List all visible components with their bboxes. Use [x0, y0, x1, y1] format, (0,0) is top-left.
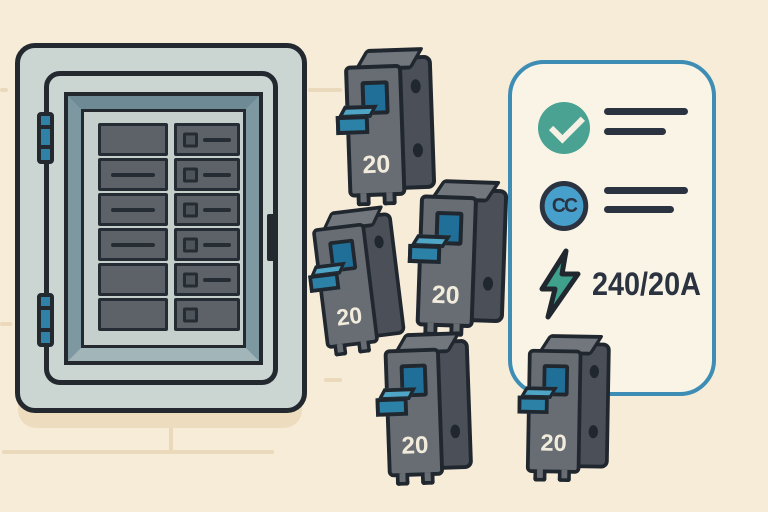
breaker-front-face: 20	[407, 194, 479, 337]
breaker-rating-label: 240/20A	[592, 266, 701, 302]
breaker-amp-label: 20	[540, 429, 567, 457]
breaker-slot	[174, 193, 240, 226]
breaker-foot	[357, 340, 372, 354]
mounting-hole	[450, 424, 461, 439]
breaker-amp-label: 20	[362, 150, 391, 180]
toggle-front-face	[375, 397, 409, 417]
door-hinge	[37, 112, 54, 164]
breaker-toggle	[307, 261, 356, 298]
breaker-slot	[174, 228, 240, 261]
opening-bevel-frame	[68, 96, 259, 361]
breaker-toggle	[375, 387, 425, 422]
circuit-breaker: 20	[517, 334, 622, 483]
circuit-breaker: 20	[407, 178, 520, 337]
breaker-slot	[98, 228, 168, 261]
check-mark	[548, 107, 586, 144]
slot-column-right	[174, 123, 240, 331]
slot-switch-bar	[203, 242, 231, 247]
breaker-slots-area	[81, 109, 246, 348]
breaker-front-face: 20	[517, 348, 583, 483]
brick-joint-line	[324, 378, 342, 382]
breaker-foot	[395, 472, 410, 486]
breaker-foot	[420, 471, 435, 486]
breaker-amp-label: 20	[431, 280, 461, 310]
breaker-slot	[174, 298, 240, 331]
circuit-breaker: 20	[375, 331, 485, 486]
breaker-slot	[98, 158, 168, 191]
slot-toggle	[183, 237, 198, 252]
slot-switch-bar	[203, 207, 231, 212]
slot-switch-bar	[203, 172, 231, 177]
brick-joint-line	[0, 322, 12, 326]
breaker-toggle	[335, 104, 386, 140]
mounting-hole	[482, 276, 494, 291]
slot-switch-bar	[203, 137, 231, 142]
mounting-hole	[588, 425, 599, 439]
slot-switch-bar	[111, 172, 155, 177]
mounting-hole	[412, 143, 424, 158]
breaker-foot	[557, 469, 572, 483]
cc-icon: CC	[539, 181, 589, 231]
breaker-slot	[174, 123, 240, 156]
breaker-toggle	[517, 386, 565, 419]
text-placeholder-line	[604, 187, 688, 194]
breaker-amp-label: 20	[335, 302, 364, 332]
breaker-front-face: 20	[335, 63, 407, 207]
slot-toggle	[183, 167, 198, 182]
breaker-slot	[174, 263, 240, 296]
circuit-breaker: 20	[307, 203, 418, 357]
door-handle	[267, 214, 276, 261]
breaker-foot	[333, 343, 348, 357]
breaker-foot	[356, 192, 371, 207]
slot-switch-bar	[111, 207, 155, 212]
mounting-hole	[373, 234, 385, 249]
breaker-amp-label: 20	[401, 431, 429, 460]
breaker-slot	[98, 298, 168, 331]
text-placeholder-line	[604, 108, 688, 115]
slot-toggle	[183, 307, 198, 322]
brick-joint-line	[0, 88, 8, 92]
door-hinge	[37, 293, 54, 347]
lightning-bolt-icon	[539, 248, 581, 320]
panel-opening	[64, 92, 263, 365]
breaker-slot	[98, 263, 168, 296]
check-icon	[538, 102, 590, 154]
slot-switch-bar	[111, 242, 155, 247]
brick-joint-line	[308, 88, 342, 92]
toggle-front-face	[517, 395, 549, 415]
breaker-foot	[533, 469, 547, 482]
breaker-slot	[98, 123, 168, 156]
brick-joint-line	[169, 414, 173, 452]
breaker-slot	[174, 158, 240, 191]
toggle-front-face	[308, 271, 341, 293]
breaker-toggle	[407, 234, 459, 270]
slot-switch-bar	[203, 277, 231, 282]
breaker-front-face: 20	[375, 347, 445, 486]
spec-card: CC 240/20A	[508, 60, 716, 396]
text-placeholder-line	[604, 206, 674, 213]
slot-toggle	[183, 132, 198, 147]
slot-toggle	[183, 272, 198, 287]
toggle-front-face	[335, 114, 370, 136]
toggle-front-face	[407, 243, 442, 265]
breaker-slot	[98, 193, 168, 226]
mounting-hole	[589, 364, 600, 379]
mounting-hole	[410, 79, 421, 94]
text-placeholder-line	[604, 128, 666, 135]
slot-toggle	[183, 202, 198, 217]
slot-column-left	[98, 123, 168, 331]
brick-joint-line	[2, 450, 274, 454]
